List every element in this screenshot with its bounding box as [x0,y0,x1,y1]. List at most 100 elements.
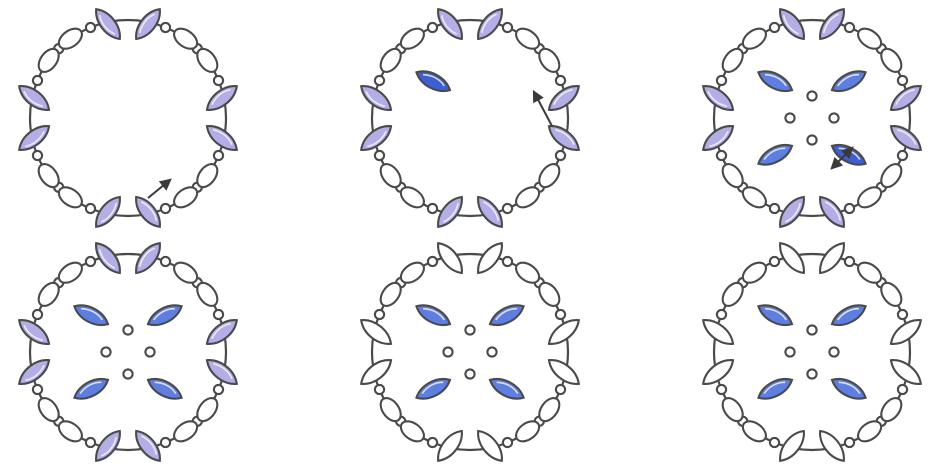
seed-bead [33,310,42,319]
seed-bead [465,325,474,334]
bead-body [71,374,111,404]
inner-bead [755,300,795,330]
bead-body [815,239,850,278]
bead-body [487,374,527,404]
seed-bead [807,135,816,144]
outer-bead [775,239,810,278]
seed-bead [33,76,42,85]
seed-bead [375,76,384,85]
seed-bead [465,369,474,378]
outer-bead [357,315,396,350]
outer-bead [91,427,126,466]
bead-body [91,239,126,278]
seed-bead [86,438,95,447]
bead-body [413,66,453,96]
outer-bead [775,193,810,232]
seed-bead [375,310,384,319]
bead-body [357,81,396,116]
bead-body [203,121,242,156]
seed-bead [86,204,95,213]
inner-bead [829,374,869,404]
outer-bead [15,81,54,116]
seed-bead [556,151,565,160]
bead-body [545,81,584,116]
bead-body [755,300,795,330]
bead-body [91,5,126,44]
outer-bead [473,5,508,44]
outer-bead [699,355,738,390]
step-2 [357,5,583,465]
seed-bead [770,23,779,32]
bead-body [131,193,166,232]
outer-bead [203,81,242,116]
seed-bead [161,257,170,266]
bead-body [815,427,850,466]
bead-body [473,427,508,466]
top-flower-component [15,5,241,231]
inner-bead [487,300,527,330]
outer-bead [203,355,242,390]
seed-bead [428,257,437,266]
bead-body [357,121,396,156]
seed-bead [33,151,42,160]
seed-bead [717,310,726,319]
outer-bead [131,193,166,232]
outer-bead [473,193,508,232]
bead-body [887,121,926,156]
bead-body [433,239,468,278]
seed-bead [161,438,170,447]
outer-bead [357,121,396,156]
outer-bead [545,121,584,156]
seed-bead [123,369,132,378]
bead-body [15,121,54,156]
seed-bead [33,385,42,394]
bead-body [473,239,508,278]
bottom-flower-component [15,239,241,465]
seed-bead [101,347,110,356]
inner-bead [755,374,795,404]
seed-bead [375,385,384,394]
bead-body [829,66,869,96]
bead-body [433,193,468,232]
seed-bead [556,310,565,319]
outer-bead [433,193,468,232]
direction-arrow [148,180,170,198]
seed-bead [770,438,779,447]
inner-bead [755,140,795,170]
seed-bead [428,438,437,447]
outer-bead [775,427,810,466]
outer-bead [433,5,468,44]
outer-bead [815,239,850,278]
bead-body [203,81,242,116]
seed-bead [428,23,437,32]
seed-bead [807,325,816,334]
outer-bead [131,239,166,278]
bead-body [887,81,926,116]
seed-bead [86,23,95,32]
inner-bead [829,300,869,330]
inner-bead [413,300,453,330]
outer-bead [887,81,926,116]
bead-body [755,140,795,170]
bead-body [15,355,54,390]
seed-bead [717,385,726,394]
seed-bead [214,151,223,160]
inner-bead [413,374,453,404]
seed-bead [161,204,170,213]
inner-bead [71,300,111,330]
inner-bead [755,66,795,96]
seed-bead [86,257,95,266]
bead-body [887,315,926,350]
inner-bead [487,374,527,404]
outer-bead [815,5,850,44]
top-flower-component [357,5,583,231]
seed-bead [556,76,565,85]
bead-body [755,66,795,96]
seed-bead [214,385,223,394]
outer-bead [357,81,396,116]
outer-bead [131,5,166,44]
bead-body [131,239,166,278]
step-3 [699,5,925,465]
